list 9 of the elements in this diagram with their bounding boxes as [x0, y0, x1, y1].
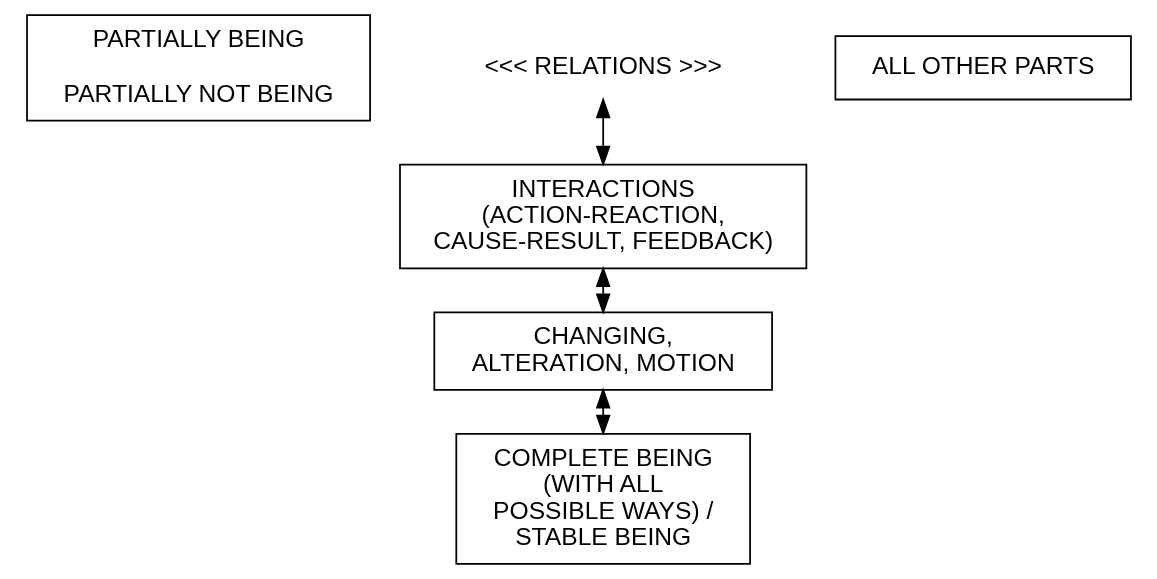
node-text: <<< RELATIONS >>>: [483, 52, 722, 80]
node-box: INTERACTIONS (ACTION-REACTION, CAUSE-RESULT, FEEDBACK): [398, 163, 807, 270]
node-box: CHANGING, ALTERATION, MOTION: [432, 311, 773, 391]
node-box: PARTIALLY BEING PARTIALLY NOT BEING: [25, 14, 371, 122]
arrow: [595, 97, 611, 167]
arrow: [595, 265, 611, 315]
arrow: [595, 387, 611, 436]
node-box: ALL OTHER PARTS: [834, 35, 1132, 101]
node-box: COMPLETE BEING (WITH ALL POSSIBLE WAYS) / STABLE BEING: [454, 432, 751, 565]
